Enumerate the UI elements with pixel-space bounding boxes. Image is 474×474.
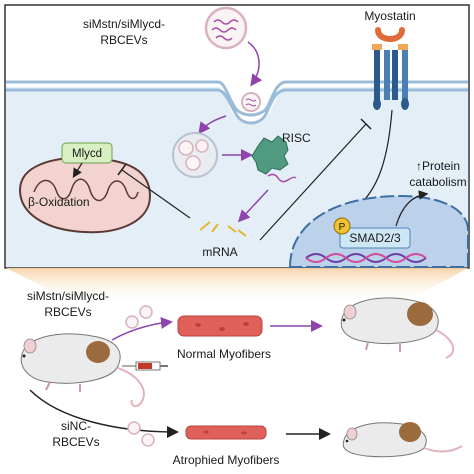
control-arrow bbox=[29, 389, 179, 438]
cell-membrane bbox=[6, 80, 468, 117]
lower-treatment-label-line2: RBCEVs bbox=[44, 305, 91, 319]
p-badge bbox=[333, 217, 351, 235]
mlycd-to-mito-arrow bbox=[72, 162, 83, 179]
normal-myofiber bbox=[177, 315, 263, 337]
control-label-line2: RBCEVs bbox=[52, 435, 99, 449]
risc-to-mrna-arrow bbox=[237, 189, 269, 223]
control-label-line1: siNC- bbox=[61, 419, 91, 433]
inhibit-bar-mlycd bbox=[117, 163, 127, 176]
syringe bbox=[122, 361, 168, 371]
atrophied-mouse bbox=[342, 422, 463, 458]
risc-label: RISC bbox=[282, 131, 311, 145]
healthy-mouse bbox=[340, 297, 455, 359]
beta-oxidation-label: β-Oxidation bbox=[28, 195, 90, 209]
cell-membrane-inner bbox=[6, 88, 468, 125]
normal-myofibers-label: Normal Myofibers bbox=[177, 347, 271, 361]
protein-label-line2: catabolism bbox=[409, 175, 466, 189]
risc-complex bbox=[251, 135, 297, 183]
mrna-fragments bbox=[199, 221, 247, 237]
mlycd-label: Mlycd bbox=[72, 148, 102, 160]
rbcev-pair-top bbox=[125, 305, 153, 329]
rbcev-pair-bottom bbox=[127, 421, 155, 447]
source-mouse bbox=[20, 333, 145, 408]
mrna-inhibits-myostatin bbox=[259, 123, 367, 241]
mrna-label: mRNA bbox=[202, 245, 237, 259]
smad-box bbox=[339, 227, 411, 249]
treatment-arrow bbox=[111, 316, 173, 341]
mrna-inhibits-mlycd bbox=[121, 169, 191, 219]
glow-band bbox=[6, 268, 468, 305]
smad-label: SMAD2/3 bbox=[349, 231, 401, 245]
endocytic-vesicle bbox=[241, 92, 261, 112]
inhibit-bar-myostatin bbox=[360, 118, 372, 130]
rbcev-vesicle bbox=[204, 6, 248, 50]
atrophied-myofibers-label: Atrophied Myofibers bbox=[173, 453, 280, 467]
mlycd-box bbox=[61, 142, 113, 164]
endosome bbox=[172, 132, 218, 178]
endosome-arrow bbox=[198, 115, 227, 135]
entry-arrow bbox=[247, 41, 263, 87]
myostatin-receptor bbox=[372, 27, 409, 110]
treatment-label-line2: RBCEVs bbox=[100, 33, 147, 47]
atrophied-myofiber bbox=[185, 425, 267, 440]
lower-treatment-label-line1: siMstn/siMlycd- bbox=[27, 289, 109, 303]
myostatin-label: Myostatin bbox=[364, 9, 415, 23]
protein-catabolism-arrow bbox=[395, 190, 429, 227]
treatment-label-line1: siMstn/siMlycd- bbox=[83, 17, 165, 31]
mitochondria bbox=[18, 156, 152, 234]
p-badge-label: P bbox=[339, 222, 346, 233]
protein-label-line1: ↑Protein bbox=[416, 159, 460, 173]
